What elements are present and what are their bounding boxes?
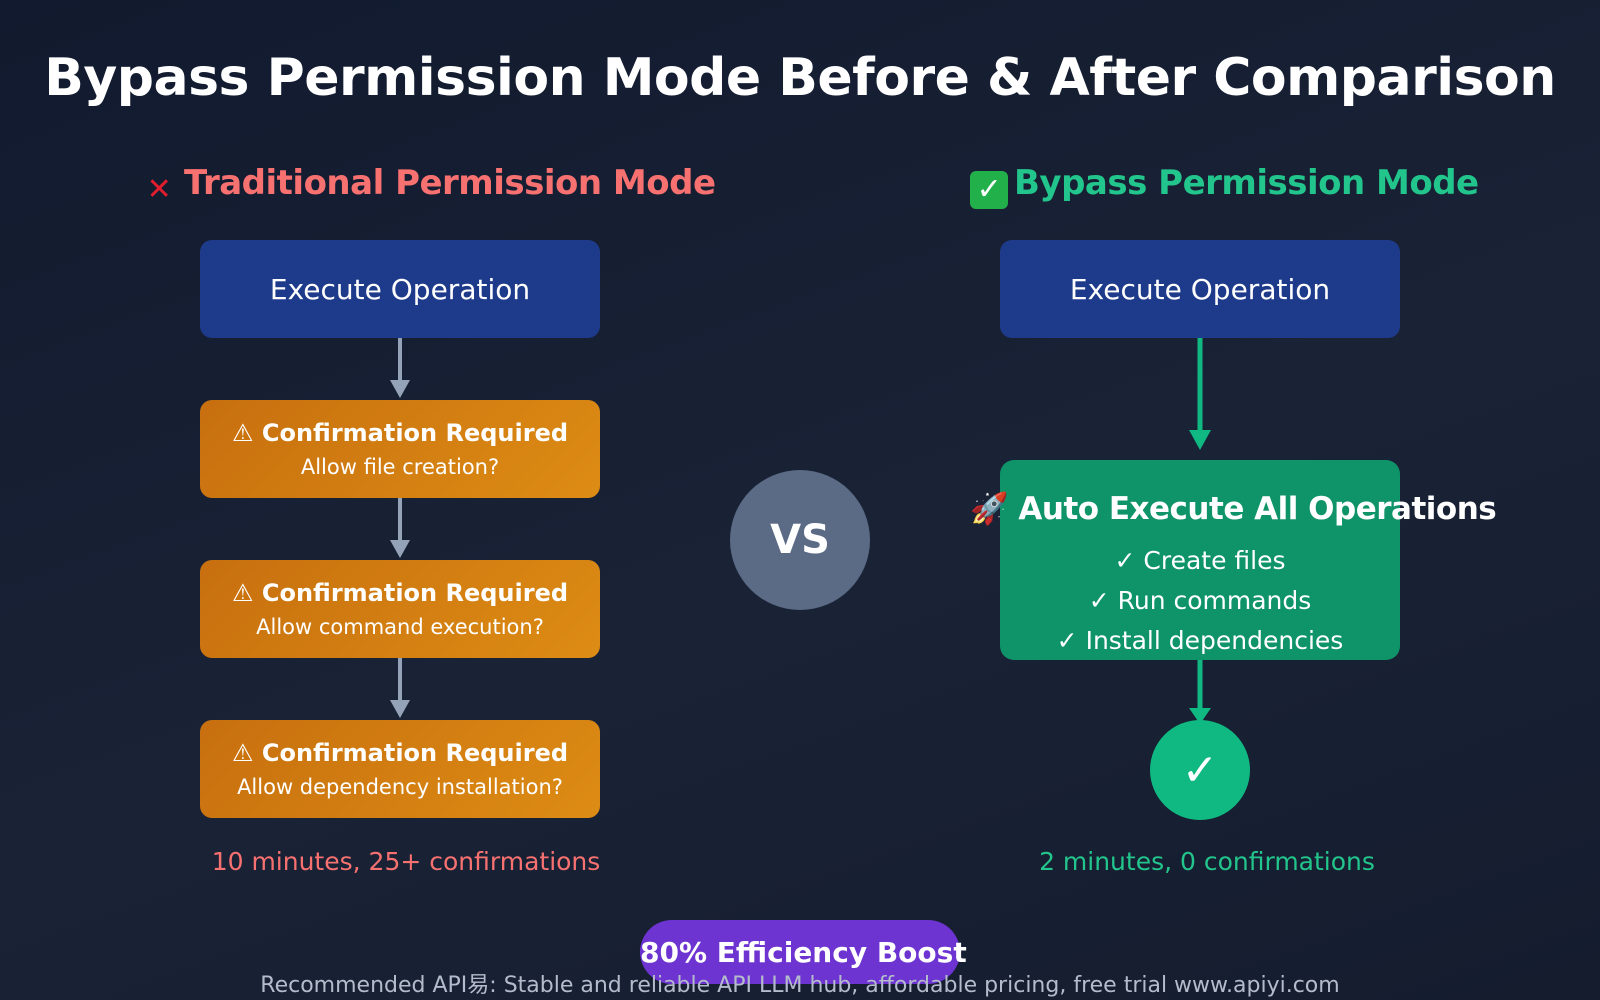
confirmation-box-1: ⚠ Confirmation Required Allow file creat…: [200, 400, 600, 498]
cross-mark-icon: ✕: [146, 172, 172, 207]
efficiency-badge: [640, 920, 960, 984]
confirmation-heading: ⚠ Confirmation Required: [231, 739, 569, 767]
confirmation-question: Allow command execution?: [256, 615, 544, 639]
arrow-head: [1189, 430, 1211, 450]
check-icon: ✓: [1181, 744, 1219, 796]
arrow-head: [1189, 708, 1211, 724]
confirmation-question: Allow dependency installation?: [237, 775, 563, 799]
right-summary: 2 minutes, 0 confirmations: [1039, 847, 1375, 876]
left-section-title: ✕ Traditional Permission Mode: [140, 163, 716, 209]
right-heading: Bypass Permission Mode: [1014, 163, 1479, 203]
arrow-head: [390, 540, 410, 558]
confirmation-box-2: ⚠ Confirmation Required Allow command ex…: [200, 560, 600, 658]
done-check-circle: ✓: [1150, 720, 1250, 820]
arrow-head: [390, 380, 410, 398]
confirmation-heading: ⚠ Confirmation Required: [231, 419, 569, 447]
right-execute-label: Execute Operation: [1069, 272, 1331, 306]
left-execute-box: Execute Operation: [200, 240, 600, 338]
footer-text: Recommended API易: Stable and reliable AP…: [260, 973, 1340, 998]
left-arrows: [390, 338, 410, 718]
right-execute-box: Execute Operation: [1000, 240, 1400, 338]
efficiency-badge-label: 80% Efficiency Boost: [640, 936, 967, 969]
auto-execute-box: [1000, 460, 1400, 660]
page-title: Bypass Permission Mode Before & After Co…: [44, 48, 1556, 108]
check-box-icon: ✓: [970, 171, 1008, 209]
left-summary: 10 minutes, 25+ confirmations: [211, 847, 601, 876]
auto-execute-title: 🚀 Auto Execute All Operations: [970, 491, 1497, 527]
auto-item-create-files: ✓ Create files: [1114, 546, 1286, 575]
auto-item-run-commands: ✓ Run commands: [1088, 586, 1312, 615]
right-arrows: [1189, 338, 1211, 724]
confirmation-heading: ⚠ Confirmation Required: [231, 579, 569, 607]
arrow-head: [390, 700, 410, 718]
vs-circle: VS: [730, 470, 870, 610]
confirmation-box-3: ⚠ Confirmation Required Allow dependency…: [200, 720, 600, 818]
left-heading: Traditional Permission Mode: [184, 163, 716, 203]
confirmation-question: Allow file creation?: [300, 455, 500, 479]
auto-item-install-dependencies: ✓ Install dependencies: [1056, 626, 1344, 655]
left-execute-label: Execute Operation: [269, 272, 531, 306]
right-section-title: ✓Bypass Permission Mode: [970, 163, 1479, 209]
vs-label: VS: [770, 517, 830, 563]
